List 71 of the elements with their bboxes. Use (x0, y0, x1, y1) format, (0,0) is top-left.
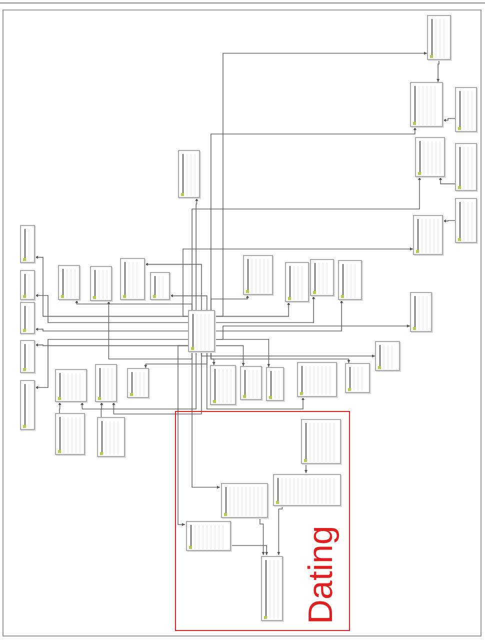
table-box (20, 225, 35, 263)
connector-arrow (195, 198, 198, 310)
table-box (90, 266, 112, 301)
connector-arrow (214, 345, 245, 366)
connector-arrow (178, 345, 188, 526)
table-box (240, 366, 262, 400)
connector-arrow (214, 52, 428, 317)
table-box (297, 362, 337, 397)
table-box (55, 369, 87, 402)
table-box (97, 417, 125, 457)
connector-arrow (442, 219, 456, 223)
table-box (410, 292, 432, 332)
table-box (310, 259, 334, 296)
table-box (415, 137, 445, 177)
table-box (20, 380, 35, 430)
table-box (455, 143, 477, 191)
table-box (413, 215, 443, 255)
table-box (345, 363, 370, 393)
table-box (410, 82, 443, 127)
connector-arrow (80, 352, 196, 410)
connector-arrow (34, 328, 188, 332)
connector-arrow (182, 247, 414, 317)
table-box (301, 419, 341, 464)
connector-arrow (100, 402, 104, 418)
connector-arrow (214, 300, 344, 332)
connector-arrow (201, 352, 376, 358)
connector-arrow (34, 294, 188, 323)
table-box (210, 365, 236, 405)
connector-arrow (260, 516, 265, 556)
table-box (186, 521, 231, 551)
table-box (150, 272, 170, 300)
table-box (427, 15, 451, 60)
connector-arrow (214, 296, 316, 323)
table-box (273, 474, 341, 506)
table-box (20, 340, 35, 373)
table-box (20, 270, 35, 300)
connector-arrow (58, 402, 62, 414)
table-box (221, 483, 268, 518)
connector-arrow (438, 176, 456, 184)
connector-arrow (230, 545, 268, 556)
table-box (455, 87, 477, 132)
table-box (285, 262, 309, 302)
table-box (120, 258, 145, 300)
table-box (455, 198, 477, 243)
table-box (375, 341, 400, 371)
table-box (58, 265, 80, 300)
connector-arrow (170, 294, 208, 310)
region-label: Dating (304, 526, 338, 624)
table-box (95, 364, 117, 402)
table-box (178, 150, 200, 198)
connector-arrow (144, 262, 202, 310)
table-box (266, 367, 284, 401)
table-box (55, 413, 85, 455)
connector-arrow (206, 352, 305, 410)
connector-arrow (277, 504, 283, 556)
table-box (127, 368, 149, 398)
table-box (243, 255, 273, 295)
connector-arrow (210, 126, 417, 310)
group-region (175, 411, 350, 631)
connector-arrow (436, 60, 440, 82)
connector-arrow (192, 352, 220, 489)
table-box (261, 556, 283, 621)
table-box (338, 260, 362, 300)
connector-arrow (214, 339, 270, 368)
connector-arrow (34, 339, 188, 390)
connector-arrow (192, 176, 422, 310)
connector-arrow (442, 118, 456, 122)
connector-arrow (107, 300, 192, 360)
connector-arrow (210, 352, 350, 364)
table-box (188, 310, 215, 352)
table-box (20, 302, 35, 334)
